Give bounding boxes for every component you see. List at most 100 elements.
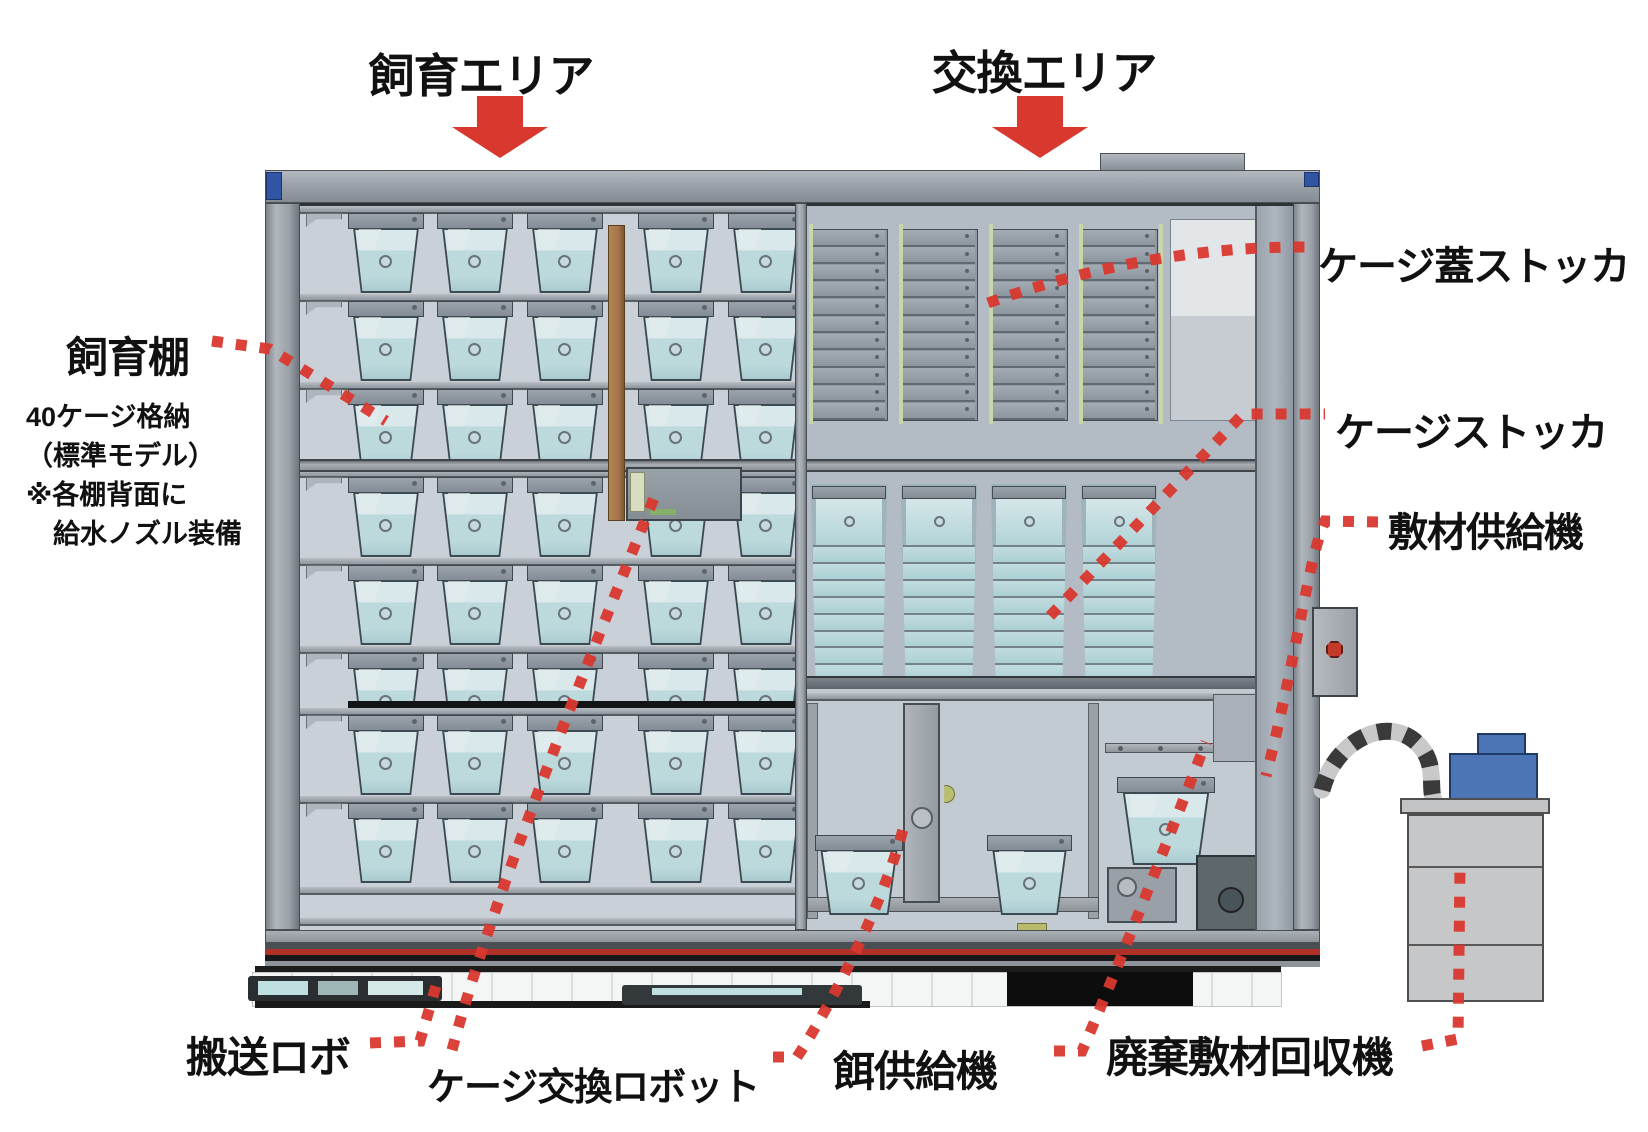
cage-exchange-robot-unit [626, 467, 742, 521]
cage-water-port [759, 606, 772, 620]
cage-water-port [558, 430, 571, 444]
cage-water-port [379, 844, 392, 858]
stacked-cage [993, 545, 1065, 562]
cage-sheen [648, 405, 672, 426]
cage [638, 803, 714, 883]
stacked-cage [903, 545, 975, 562]
cage-water-port [759, 254, 772, 268]
cage-lid [903, 247, 975, 264]
base-bar-upper [265, 930, 1320, 943]
cage [348, 213, 424, 293]
stack-top-cage-port [1024, 516, 1035, 527]
cage-sheen [648, 229, 672, 250]
container-seam [1409, 944, 1542, 946]
stacked-cage [993, 663, 1065, 680]
stacked-cage [903, 663, 975, 680]
cage-lid [813, 351, 885, 368]
cage-water-port [669, 254, 682, 268]
cage [638, 213, 714, 293]
cage-stocker-label: ケージストッカ [1335, 411, 1608, 455]
cage-sheen [537, 669, 561, 690]
cage [348, 477, 424, 557]
cage-sheen [537, 405, 561, 426]
stacked-cage [813, 629, 885, 647]
cage-lid [1083, 316, 1155, 333]
cage-lid [813, 230, 885, 247]
cage-water-port [379, 430, 392, 444]
bedding-supplier-label: 敷材供給機 [1388, 511, 1584, 555]
cage-lid [813, 247, 885, 264]
cage-sheen [537, 819, 561, 840]
collector-drum [1218, 887, 1244, 913]
cage [437, 213, 513, 293]
breeding-area-title: 飼育エリア [368, 50, 595, 102]
stack-top-cage-rim [812, 486, 886, 499]
cage-water-port [759, 518, 772, 532]
cage-sheen [738, 405, 762, 426]
cage-water-port [558, 518, 571, 532]
waste-bedding-collector-label: 廃棄敷材回収機 [1106, 1034, 1394, 1081]
cage-body-outline [532, 818, 598, 883]
cage-lid-stocker-label: ケージ蓋ストッカ [1318, 245, 1630, 289]
cage-water-port [468, 756, 481, 770]
cage-lid [993, 247, 1065, 264]
cage [987, 835, 1072, 915]
breeding-shelf-area [300, 203, 795, 933]
cage-water-port [468, 844, 481, 858]
cage [527, 565, 603, 645]
base-bar-dark [265, 943, 1320, 949]
stacked-cage [1083, 629, 1155, 647]
breeding-shelf-note-line4: 給水ノズル装備 [26, 519, 242, 549]
stocker-bottom-rail [807, 676, 1293, 689]
cage-lid-stack [990, 229, 1068, 421]
stacked-cage-column [1080, 484, 1158, 680]
cage [728, 715, 795, 795]
cage-water-port [558, 844, 571, 858]
cage [437, 565, 513, 645]
cage [527, 803, 603, 883]
cage-lid [1083, 230, 1155, 247]
cage [348, 803, 424, 883]
cage-water-port [379, 254, 392, 268]
cage-lid [1083, 247, 1155, 264]
cage [527, 301, 603, 381]
stacked-cage [993, 578, 1065, 596]
cage-lid [903, 316, 975, 333]
stack-top-cage-port [844, 516, 855, 527]
cage-sheen [447, 493, 471, 514]
cage-sheen [738, 581, 762, 602]
stacked-cage [903, 629, 975, 647]
cage [728, 301, 795, 381]
stack-top-cage-rim [902, 486, 976, 499]
cage-sheen [537, 581, 561, 602]
robot-tray-slot [318, 981, 358, 995]
cage-lid [903, 351, 975, 368]
cage-water-port [852, 876, 865, 890]
cage-water-port [669, 342, 682, 356]
guide-strip [899, 224, 903, 424]
cage-sheen [648, 731, 672, 752]
cage-lid [1083, 281, 1155, 299]
stacked-cage [993, 561, 1065, 579]
cage [527, 213, 603, 293]
empty-stocker-panel-top [1171, 220, 1255, 316]
cage [728, 389, 795, 469]
top-frame-bar [265, 170, 1320, 203]
cage-lid [813, 333, 885, 351]
cage-water-port [669, 430, 682, 444]
cage-sheen [447, 731, 471, 752]
stacked-cage [1083, 612, 1155, 630]
feed-supplier-label: 餌供給機 [833, 1048, 998, 1095]
stacked-cage [1083, 663, 1155, 680]
leader-transport-robot [369, 984, 442, 1049]
cage-sheen [358, 731, 382, 752]
right-inner-column [1255, 206, 1293, 933]
cage [348, 565, 424, 645]
cage-sheen [358, 819, 382, 840]
cage-sheen [537, 493, 561, 514]
leader-feed-supplier [773, 816, 912, 1063]
stacked-cage [903, 595, 975, 613]
cage-sheen [738, 819, 762, 840]
